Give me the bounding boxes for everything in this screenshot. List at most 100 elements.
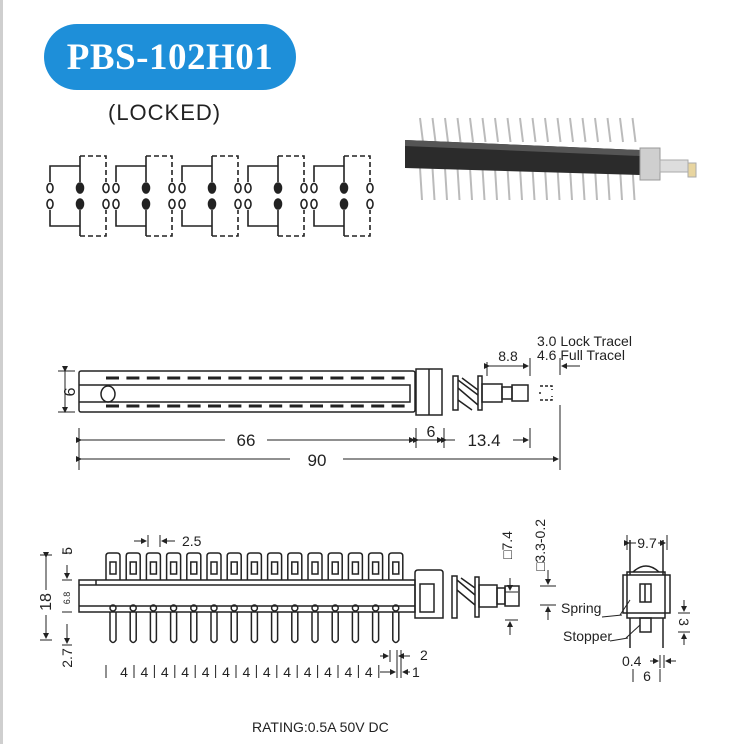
open-contact (46, 198, 54, 210)
terminal-pin (331, 612, 339, 644)
closed-contact (207, 182, 217, 194)
pitch-label: 4 (324, 664, 332, 680)
terminal-pin (270, 612, 279, 644)
terminal-pin (371, 612, 380, 644)
tab-hole (270, 561, 279, 575)
pin-head (331, 604, 339, 612)
open-contact (234, 198, 242, 210)
photo-pin (556, 167, 561, 201)
solder-tab (307, 552, 323, 580)
photo-pin (581, 167, 586, 201)
open-contact (112, 198, 120, 210)
photo-pin (544, 117, 549, 143)
photo-pin (431, 117, 437, 143)
photo-pin (631, 117, 637, 143)
dim-2-7: 2.7 (59, 648, 75, 668)
dim-66: 66 (237, 431, 256, 450)
dim-13-4: 13.4 (467, 431, 500, 450)
solder-tab (246, 552, 263, 580)
contact-dashed-line (80, 155, 107, 237)
contact-dashed-line (146, 155, 173, 237)
solder-tab (347, 552, 364, 580)
open-contact (300, 182, 308, 194)
dim-9-7: 9.7 (637, 535, 657, 551)
dim-6-8: 6.8 (62, 592, 72, 605)
open-contact (310, 182, 318, 194)
tab-hole (371, 561, 380, 575)
stopper-label: Stopper (563, 628, 612, 644)
model-title-badge: PBS-102H01 (44, 24, 296, 90)
tab-hole (392, 561, 400, 575)
contact-dashed-line (212, 155, 239, 237)
solder-tab (145, 552, 162, 580)
photo-pin (419, 167, 423, 201)
closed-contact (339, 182, 349, 194)
dim-18: 18 (38, 593, 55, 611)
open-contact (178, 182, 186, 194)
contact-line (49, 156, 81, 236)
photo-pin (456, 167, 461, 201)
solder-tab (266, 552, 283, 580)
pin-head (291, 604, 299, 612)
model-title: PBS-102H01 (66, 36, 274, 78)
pitch-label: 4 (304, 664, 312, 680)
photo-pin (481, 117, 487, 143)
dim-7-4: □7.4 (499, 531, 515, 559)
closed-contact (141, 198, 151, 210)
pin-head (250, 604, 259, 612)
terminal-pin (210, 612, 218, 644)
tab-hole (129, 561, 137, 575)
tab-hole (190, 561, 198, 575)
tab-hole (311, 561, 319, 575)
terminal-pin (351, 612, 360, 644)
open-contact (234, 182, 242, 194)
pin-head (371, 604, 380, 612)
photo-pin (581, 117, 587, 143)
pin-head (169, 604, 178, 612)
photo-pin (619, 117, 624, 143)
tab-hole (169, 561, 178, 575)
contact-line (181, 156, 213, 236)
closed-contact (207, 198, 217, 210)
solder-tab (165, 552, 182, 580)
photo-pin (494, 117, 499, 143)
open-contact (168, 198, 176, 210)
closed-contact (75, 198, 85, 210)
pin-head (109, 604, 117, 612)
rating-label: RATING:0.5A 50V DC (252, 719, 389, 735)
pitch-label: 4 (222, 664, 230, 680)
photo-pin (594, 117, 599, 143)
photo-pin (531, 167, 536, 201)
closed-contact (273, 198, 283, 210)
photo-pin (519, 117, 524, 143)
dim-6: 6 (427, 424, 436, 441)
terminal-pin (190, 612, 198, 644)
pin-head (129, 604, 137, 612)
pitch-label: 4 (120, 664, 128, 680)
page-border (0, 0, 3, 744)
pin-head (149, 604, 158, 612)
terminal-pin (109, 612, 117, 644)
tab-hole (109, 561, 117, 575)
contact-line (313, 156, 345, 236)
side-view (58, 358, 580, 470)
pitch-label: 4 (181, 664, 189, 680)
open-contact (46, 182, 54, 194)
dim-0-4: 0.4 (622, 653, 642, 669)
contact-line (115, 156, 147, 236)
solder-tab (105, 552, 121, 580)
open-contact (168, 182, 176, 194)
full-travel-label: 4.6 Full Tracel (537, 347, 625, 363)
pitch-label: 4 (345, 664, 353, 680)
photo-pin (544, 167, 548, 201)
terminal-pin (230, 612, 238, 644)
terminal-pin (250, 612, 259, 644)
contact-dashed-line (344, 155, 371, 237)
solder-tab (186, 552, 202, 580)
spring-label: Spring (561, 600, 601, 616)
tab-hole (351, 561, 360, 575)
dim-5: 5 (59, 547, 75, 555)
open-contact (366, 198, 374, 210)
dim-3: 3 (676, 618, 692, 626)
